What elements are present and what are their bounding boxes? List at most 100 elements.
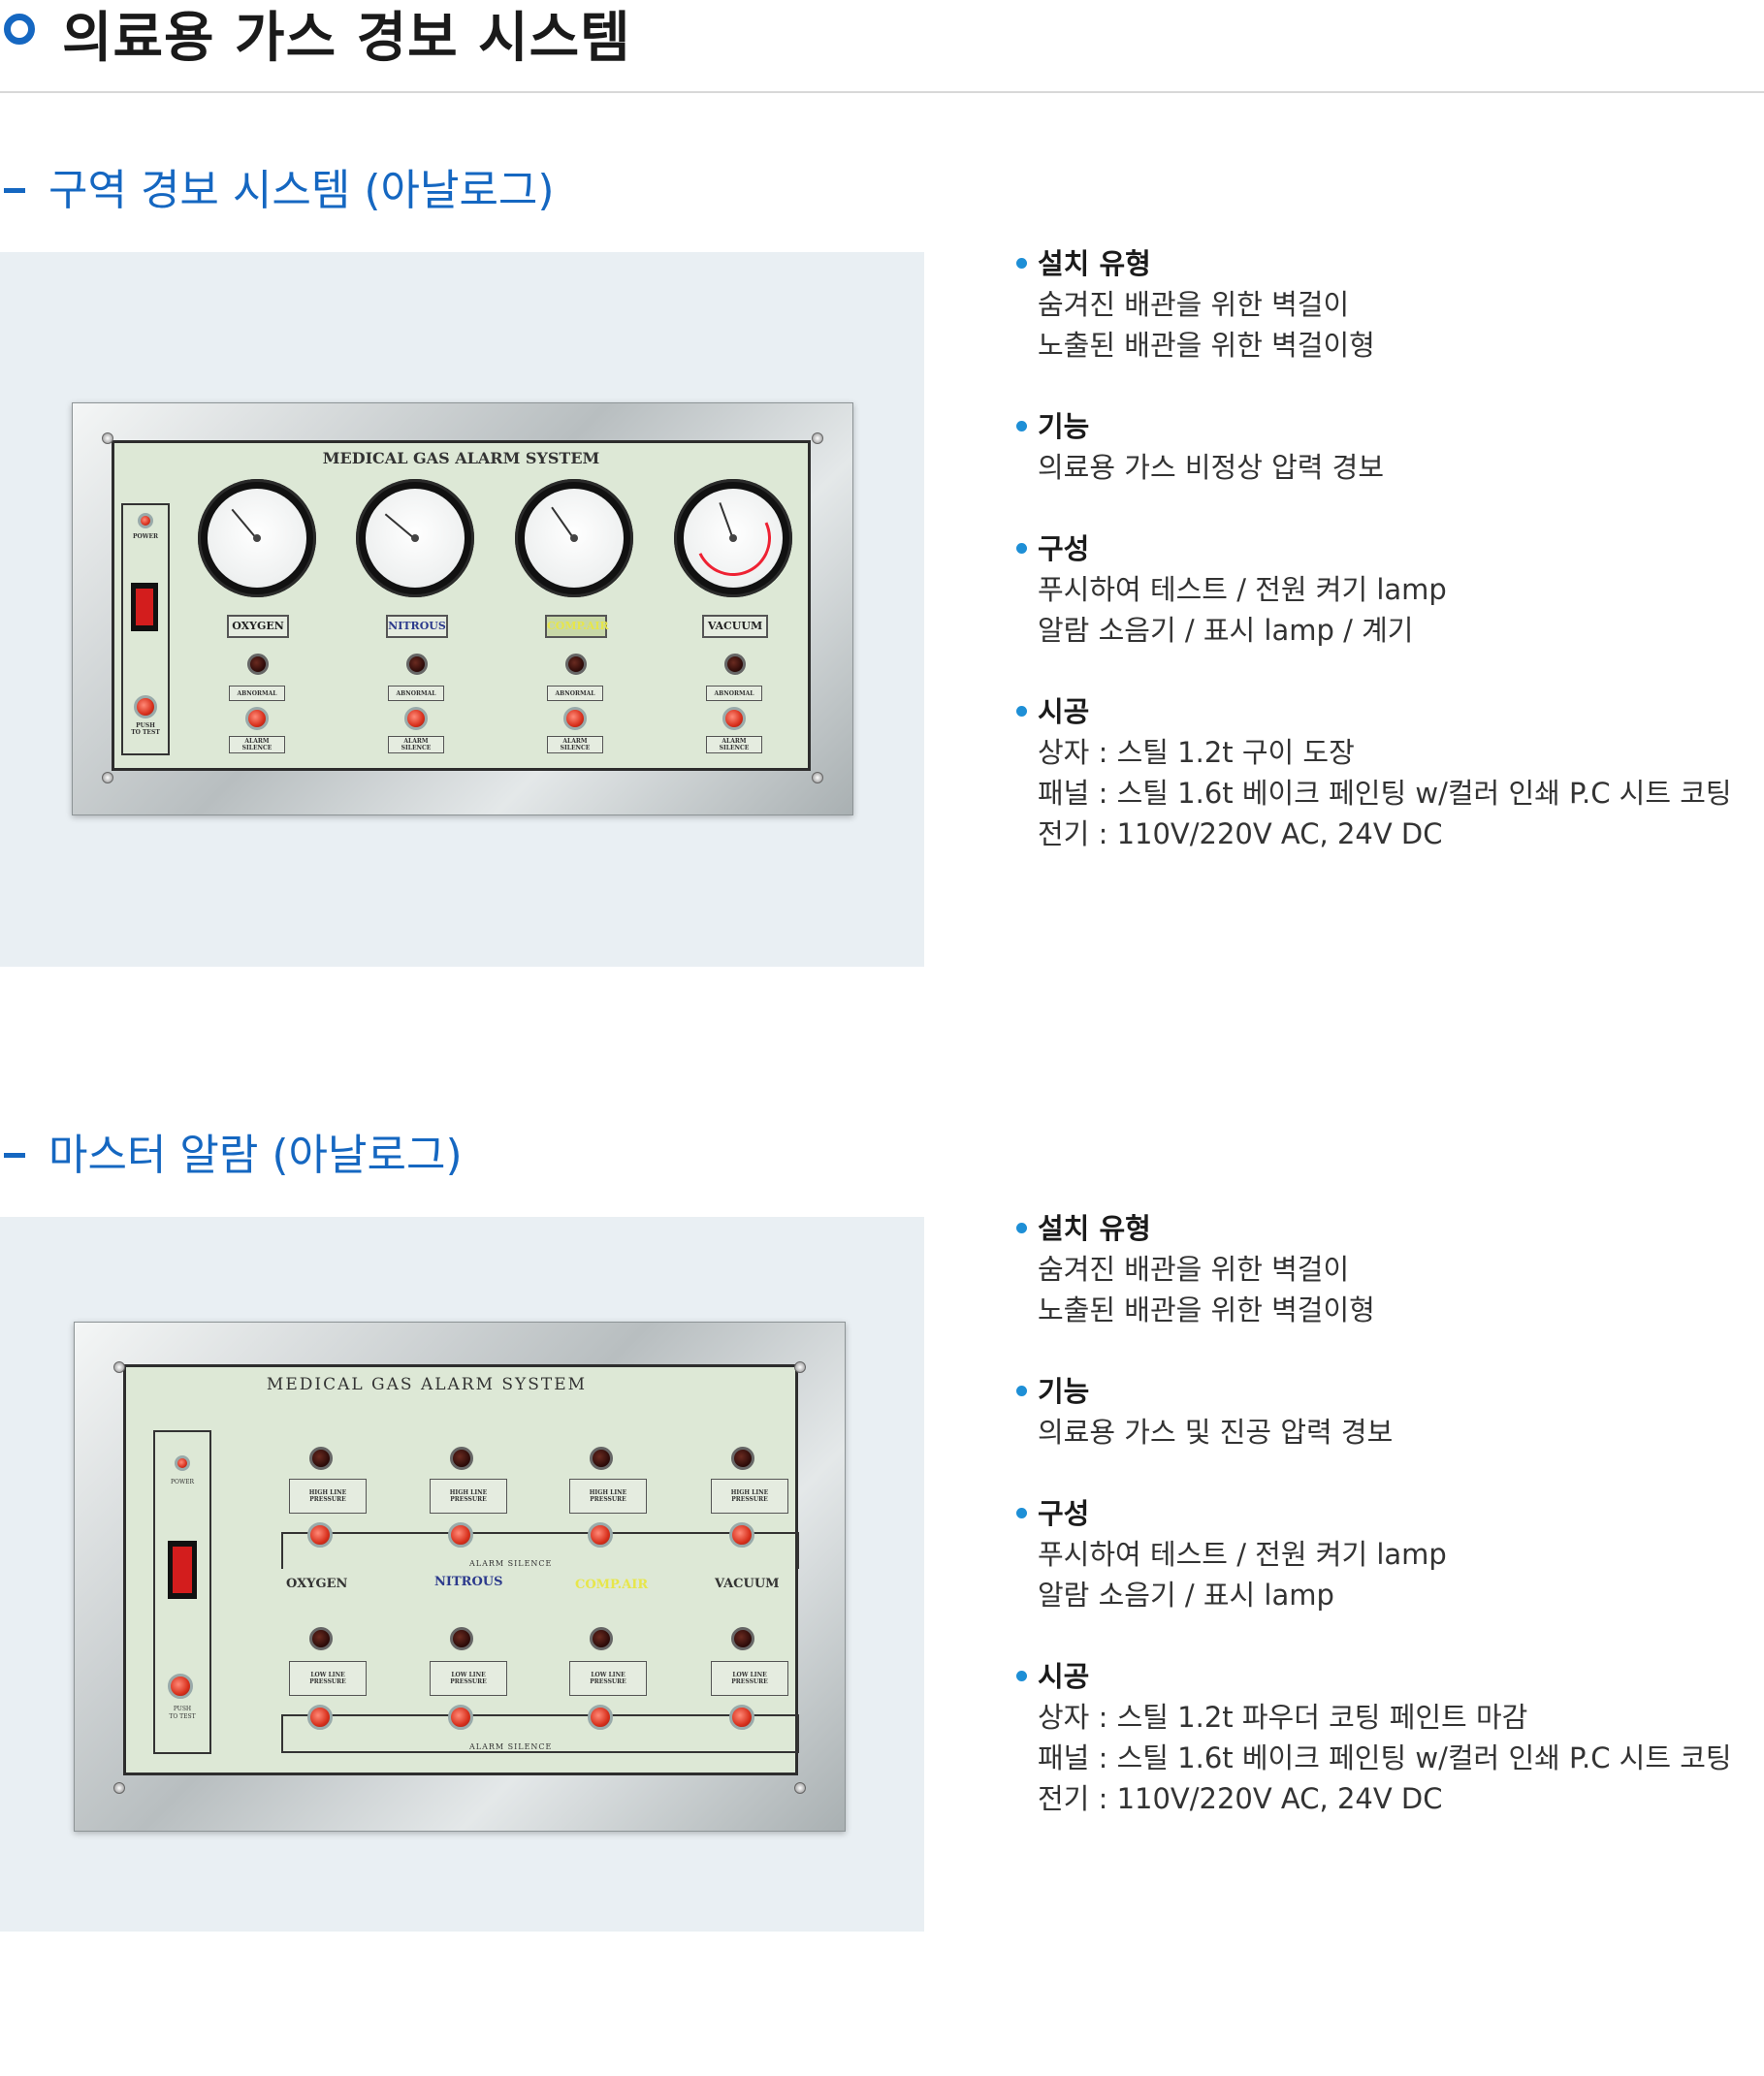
spec-heading: 구성 bbox=[1038, 1497, 1090, 1530]
panel-heading: MEDICAL GAS ALARM SYSTEM bbox=[266, 1375, 588, 1394]
control-box: POWER PUSH TO TEST bbox=[153, 1430, 211, 1754]
bullet-icon bbox=[1016, 1671, 1027, 1681]
alarm-silence-button[interactable] bbox=[729, 1705, 754, 1730]
spec-line: 전기 : 110V/220V AC, 24V DC bbox=[1038, 1782, 1443, 1815]
alarm-silence-label: ALARM SILENCE bbox=[465, 1742, 557, 1751]
dash-icon bbox=[4, 188, 25, 193]
spec-line: 숨겨진 배관을 위한 벽걸이 bbox=[1038, 288, 1350, 321]
spec-line: 패널 : 스틸 1.6t 베이크 페인팅 w/컬러 인쇄 P.C 시트 코팅 bbox=[1038, 777, 1732, 810]
pressure-gauge bbox=[515, 479, 633, 597]
spec-line: 전기 : 110V/220V AC, 24V DC bbox=[1038, 817, 1443, 850]
pressure-gauge bbox=[198, 479, 316, 597]
spec-line: 푸시하여 테스트 / 전원 켜기 lamp bbox=[1038, 573, 1447, 606]
alarm-silence-button[interactable] bbox=[729, 1522, 754, 1548]
spec-item-composition: 구성 푸시하여 테스트 / 전원 켜기 lamp 알람 소음기 / 표시 lam… bbox=[1016, 1494, 1753, 1615]
spec-line: 상자 : 스틸 1.2t 파우더 코팅 페인트 마감 bbox=[1038, 1701, 1528, 1734]
pressure-gauge bbox=[356, 479, 474, 597]
gas-label-comp-air: COMP.AIR bbox=[545, 615, 609, 638]
power-lamp bbox=[138, 513, 153, 528]
panel-face: MEDICAL GAS ALARM SYSTEM POWER PUSH TO T… bbox=[123, 1364, 799, 1775]
gas-label-oxygen: OXYGEN bbox=[286, 1577, 348, 1591]
power-lamp bbox=[175, 1455, 190, 1471]
spec-item-install: 설치 유형 숨겨진 배관을 위한 벽걸이 노출된 배관을 위한 벽걸이형 bbox=[1016, 244, 1753, 366]
high-line-pressure-tag: HIGH LINE PRESSURE bbox=[289, 1479, 367, 1514]
bullet-icon bbox=[1016, 1223, 1027, 1233]
low-line-pressure-tag: LOW LINE PRESSURE bbox=[711, 1661, 788, 1696]
screw-icon bbox=[794, 1782, 806, 1794]
bullet-icon bbox=[1016, 1508, 1027, 1518]
alarm-silence-tag: ALARM SILENCE bbox=[229, 736, 285, 753]
spec-line: 의료용 가스 비정상 압력 경보 bbox=[1038, 451, 1385, 484]
spec-list: 설치 유형 숨겨진 배관을 위한 벽걸이 노출된 배관을 위한 벽걸이형 기능 … bbox=[1016, 244, 1753, 854]
alarm-silence-button[interactable] bbox=[307, 1522, 333, 1548]
low-pressure-lamp bbox=[309, 1627, 333, 1650]
screw-icon bbox=[102, 772, 113, 783]
gas-label-vacuum: VACUUM bbox=[702, 615, 768, 638]
spec-heading: 설치 유형 bbox=[1038, 247, 1151, 280]
low-line-pressure-tag: LOW LINE PRESSURE bbox=[569, 1661, 647, 1696]
bullet-icon bbox=[1016, 543, 1027, 554]
bullet-icon bbox=[1016, 258, 1027, 269]
screw-icon bbox=[113, 1361, 125, 1373]
push-to-test-label: PUSH TO TEST bbox=[169, 1706, 196, 1720]
spec-line: 노출된 배관을 위한 벽걸이형 bbox=[1038, 329, 1375, 362]
spec-line: 노출된 배관을 위한 벽걸이형 bbox=[1038, 1294, 1375, 1326]
high-pressure-lamp bbox=[450, 1447, 473, 1470]
alarm-silence-button[interactable] bbox=[563, 707, 587, 730]
bullet-icon bbox=[1016, 1386, 1027, 1396]
high-line-pressure-tag: HIGH LINE PRESSURE bbox=[711, 1479, 788, 1514]
spec-line: 패널 : 스틸 1.6t 베이크 페인팅 w/컬러 인쇄 P.C 시트 코팅 bbox=[1038, 1741, 1732, 1774]
header-divider bbox=[0, 91, 1764, 93]
low-line-pressure-tag: LOW LINE PRESSURE bbox=[430, 1661, 507, 1696]
alarm-silence-tag: ALARM SILENCE bbox=[706, 736, 762, 753]
abnormal-lamp bbox=[247, 654, 269, 675]
alarm-silence-button[interactable] bbox=[448, 1705, 473, 1730]
spec-line: 푸시하여 테스트 / 전원 켜기 lamp bbox=[1038, 1538, 1447, 1571]
high-line-pressure-tag: HIGH LINE PRESSURE bbox=[430, 1479, 507, 1514]
spec-item-install: 설치 유형 숨겨진 배관을 위한 벽걸이 노출된 배관을 위한 벽걸이형 bbox=[1016, 1209, 1753, 1330]
section-title: 마스터 알람 (아날로그) bbox=[48, 1131, 463, 1180]
alarm-silence-button[interactable] bbox=[588, 1522, 613, 1548]
product-photo: MEDICAL GAS ALARM SYSTEM POWER PUSH TO T… bbox=[0, 252, 924, 967]
spec-heading: 시공 bbox=[1038, 695, 1090, 728]
abnormal-tag: ABNORMAL bbox=[547, 686, 603, 701]
panel-face: MEDICAL GAS ALARM SYSTEM POWER PUSH TO T… bbox=[112, 440, 811, 771]
abnormal-lamp bbox=[724, 654, 746, 675]
push-to-test-button[interactable] bbox=[168, 1674, 193, 1699]
alarm-silence-button[interactable] bbox=[722, 707, 746, 730]
alarm-silence-button[interactable] bbox=[307, 1705, 333, 1730]
power-label: POWER bbox=[132, 533, 159, 540]
alarm-silence-button[interactable] bbox=[404, 707, 428, 730]
bullet-icon bbox=[1016, 706, 1027, 717]
screw-icon bbox=[102, 432, 113, 444]
spec-heading: 구성 bbox=[1038, 532, 1090, 565]
screw-icon bbox=[812, 432, 823, 444]
spec-heading: 시공 bbox=[1038, 1660, 1090, 1693]
spec-line: 알람 소음기 / 표시 lamp / 계기 bbox=[1038, 614, 1414, 647]
power-switch[interactable] bbox=[168, 1541, 197, 1599]
spec-item-construction: 시공 상자 : 스틸 1.2t 구이 도장 패널 : 스틸 1.6t 베이크 페… bbox=[1016, 692, 1753, 854]
spec-list: 설치 유형 숨겨진 배관을 위한 벽걸이 노출된 배관을 위한 벽걸이형 기능 … bbox=[1016, 1209, 1753, 1819]
page-header: 의료용 가스 경보 시스템 bbox=[0, 0, 1764, 93]
spec-line: 알람 소음기 / 표시 lamp bbox=[1038, 1579, 1334, 1612]
spec-heading: 기능 bbox=[1038, 410, 1090, 443]
alarm-silence-button[interactable] bbox=[588, 1705, 613, 1730]
alarm-silence-button[interactable] bbox=[448, 1522, 473, 1548]
spec-line: 상자 : 스틸 1.2t 구이 도장 bbox=[1038, 736, 1355, 769]
section-title: 구역 경보 시스템 (아날로그) bbox=[48, 166, 555, 215]
alarm-panel: MEDICAL GAS ALARM SYSTEM POWER PUSH TO T… bbox=[74, 1322, 846, 1832]
abnormal-lamp bbox=[565, 654, 587, 675]
high-pressure-lamp bbox=[309, 1447, 333, 1470]
gas-label-nitrous: NITROUS bbox=[386, 615, 448, 638]
spec-item-function: 기능 의료용 가스 및 진공 압력 경보 bbox=[1016, 1372, 1753, 1453]
circle-bullet-icon bbox=[4, 14, 35, 45]
spec-line: 의료용 가스 및 진공 압력 경보 bbox=[1038, 1416, 1394, 1449]
abnormal-tag: ABNORMAL bbox=[706, 686, 762, 701]
power-switch[interactable] bbox=[131, 583, 158, 631]
abnormal-tag: ABNORMAL bbox=[388, 686, 444, 701]
vacuum-gauge bbox=[674, 479, 792, 597]
push-to-test-label: PUSH TO TEST bbox=[131, 722, 160, 736]
alarm-silence-button[interactable] bbox=[245, 707, 269, 730]
push-to-test-button[interactable] bbox=[134, 695, 157, 719]
gas-label-comp-air: COMP.AIR bbox=[575, 1578, 649, 1592]
